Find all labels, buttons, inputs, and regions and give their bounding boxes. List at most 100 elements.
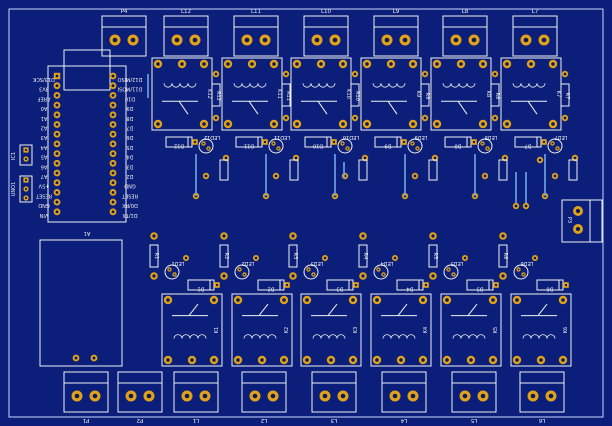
square-pad [493, 282, 499, 288]
arduino-pad [109, 189, 117, 196]
resistor-body [288, 244, 298, 268]
square-pad [353, 282, 359, 288]
diode-body [536, 279, 564, 291]
led-outline [547, 138, 563, 154]
terminal-pad [171, 34, 183, 46]
arduino-right-pin-label: D2 [126, 173, 133, 179]
pad-hole [472, 140, 476, 144]
screw-terminal: L4 [381, 371, 427, 423]
resistor-label: R4 [362, 253, 368, 260]
pad-hole [282, 298, 286, 302]
led-pad [271, 141, 276, 146]
arduino-right-pin-label: D11/MOSI [118, 86, 143, 92]
pad-hole [459, 62, 463, 66]
diode-label: D1 [197, 286, 204, 292]
pad-hole [55, 181, 59, 185]
pad-hole [411, 62, 415, 66]
pad-hole [270, 393, 276, 399]
small-resistor-body [568, 159, 578, 181]
relay-coil [302, 83, 336, 88]
arduino-right-pin-label: D12/MISO [118, 76, 143, 82]
pad-hole [55, 161, 59, 165]
relay-pad [512, 295, 522, 305]
led-label: LED5 [451, 260, 464, 266]
pad-hole [431, 234, 435, 238]
pad-hole [238, 268, 241, 271]
square-pad [563, 282, 569, 288]
resistor-pad [491, 114, 499, 122]
pad-hole [214, 72, 218, 76]
right-terminal: P3 [561, 199, 603, 243]
relay: K7 [500, 57, 562, 131]
led-pad [415, 146, 420, 151]
led-label: LED2 [242, 260, 255, 266]
resistor-label: R7 [564, 93, 570, 100]
pad-hole [548, 393, 554, 399]
square-pad [284, 282, 290, 288]
resistor-top: R10 [350, 70, 360, 122]
led-pad [306, 267, 311, 272]
pad-hole [421, 298, 425, 302]
resistor-body [560, 83, 570, 107]
diode: D4 [396, 279, 429, 292]
relay-pad [488, 355, 498, 365]
terminal-pad [545, 390, 557, 402]
header-label: UNO1 [11, 182, 17, 197]
arduino-pad [109, 169, 117, 177]
terminal-body [451, 371, 497, 413]
diode-body [444, 136, 472, 148]
pad-hole [204, 174, 208, 178]
square-pad [192, 139, 198, 145]
pad-hole [250, 62, 254, 66]
led-pad [345, 146, 350, 151]
resistor-pad [561, 70, 569, 78]
arduino-right-pin-label: GND [124, 183, 136, 189]
square-pad [423, 282, 429, 288]
resistor-top: R9 [420, 70, 430, 122]
relay-pad [233, 295, 243, 305]
resistor-label: R9 [424, 93, 430, 100]
pad-hole [55, 210, 59, 214]
relay-switch [317, 100, 328, 115]
relay-pad [502, 59, 512, 69]
arduino-pad [109, 72, 117, 80]
pad-hole [55, 93, 59, 97]
relay-pad [199, 59, 209, 69]
screw-terminal: P1 [63, 371, 109, 423]
led: LED5 [443, 260, 464, 280]
power-module-pad [90, 354, 98, 362]
pad-hole [563, 116, 567, 120]
terminal-label: L11 [251, 9, 261, 15]
relay-pad [163, 355, 173, 365]
pad-hole [55, 152, 59, 156]
arduino-pad [109, 198, 117, 206]
pad-hole [411, 122, 415, 126]
pad-hole [517, 268, 520, 271]
pad-hole [402, 140, 406, 144]
pad-hole [435, 122, 439, 126]
relay-pad [362, 119, 372, 129]
relay-pad [199, 119, 209, 129]
relay-coil [512, 83, 546, 88]
led-outline [407, 138, 423, 154]
relay-pad [488, 295, 498, 305]
relay-pad [269, 119, 279, 129]
led-outline [198, 138, 214, 154]
terminal-pad [189, 34, 201, 46]
relay-switch [467, 303, 478, 316]
pad-hole [55, 84, 59, 88]
terminal-pad [241, 34, 253, 46]
relay: K8 [430, 57, 492, 131]
pad-hole [529, 62, 533, 66]
pad-hole [111, 190, 115, 194]
relay-pad [502, 119, 512, 129]
pad-hole [361, 234, 365, 238]
arduino-pad [53, 140, 61, 148]
pad-hole [399, 358, 403, 362]
relay-coil [372, 83, 406, 88]
pad-hole [236, 298, 240, 302]
screw-terminal: L9 [373, 9, 419, 57]
relay-coil [522, 334, 556, 339]
